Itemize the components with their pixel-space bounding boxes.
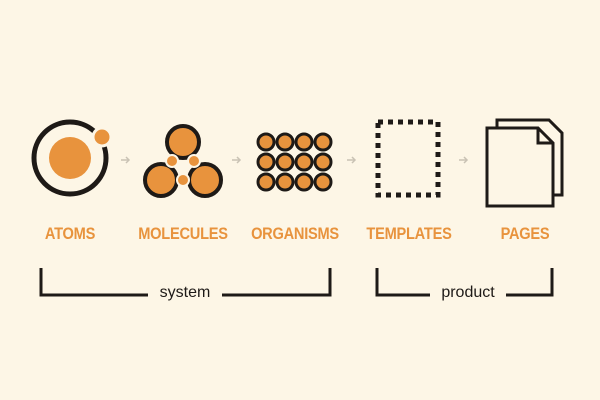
system-bracket — [39, 268, 332, 297]
template-icon — [375, 119, 441, 198]
atom-icon — [31, 119, 113, 197]
stage-label-atoms: ATOMS — [44, 224, 96, 243]
organism-icon — [256, 132, 333, 192]
molecule-icon — [143, 124, 223, 198]
group-label-system: system — [159, 284, 211, 301]
stage-label-pages: PAGES — [500, 224, 550, 243]
stage-label-molecules: MOLECULES — [138, 224, 228, 243]
group-label-product: product — [441, 284, 495, 301]
arrow-right-icon — [459, 156, 469, 164]
stage-label-organisms: ORGANISMS — [251, 224, 339, 243]
product-bracket — [375, 268, 554, 297]
pages-icon — [485, 118, 564, 208]
stage-label-templates: TEMPLATES — [366, 224, 452, 243]
arrow-right-icon — [121, 156, 131, 164]
arrow-right-icon — [232, 156, 242, 164]
arrow-right-icon — [347, 156, 357, 164]
